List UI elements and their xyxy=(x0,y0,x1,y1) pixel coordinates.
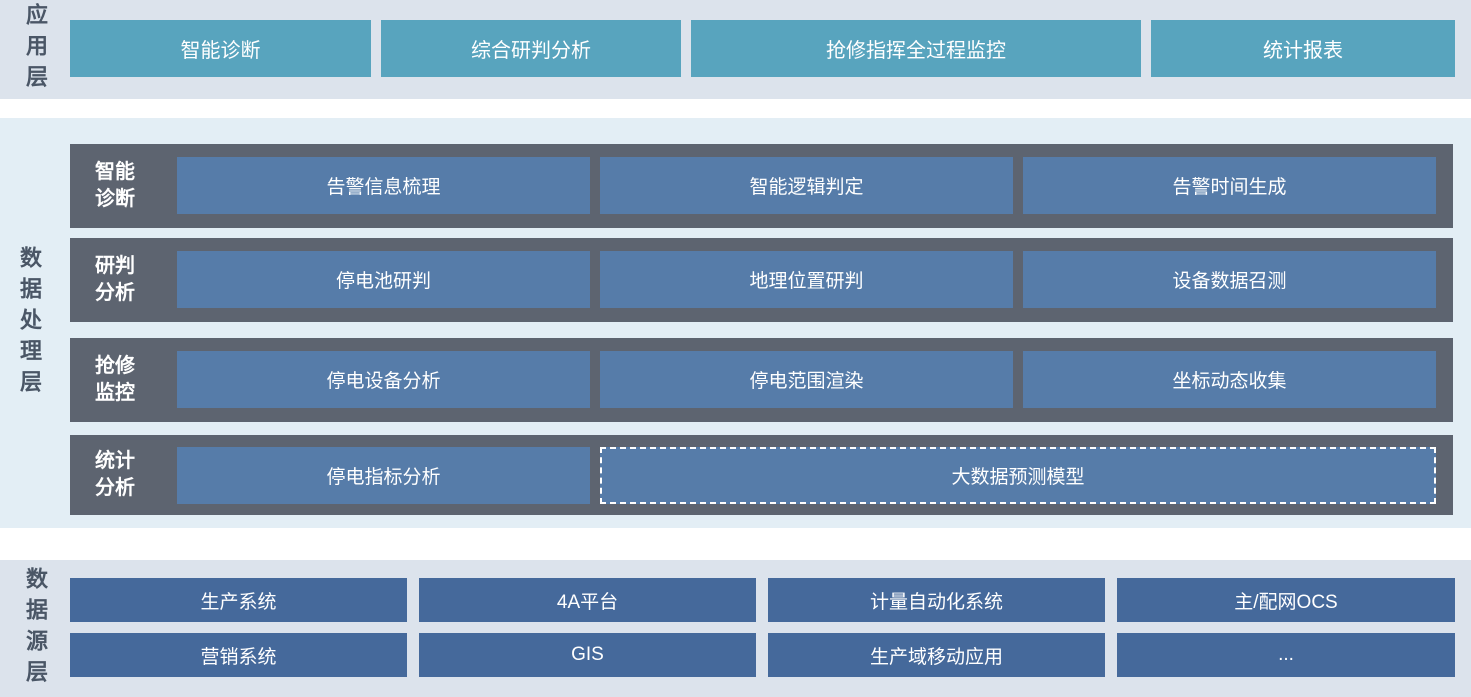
block-main-distribution-ocs: 主/配网OCS xyxy=(1117,578,1455,622)
block-repair-command-monitoring: 抢修指挥全过程监控 xyxy=(691,20,1141,77)
row-label-intelligent-diagnosis: 智能 诊断 xyxy=(95,144,135,228)
block-outage-device-analysis: 停电设备分析 xyxy=(177,351,590,408)
block-metering-automation-system: 计量自动化系统 xyxy=(768,578,1105,622)
block-intelligent-logic-judgment: 智能逻辑判定 xyxy=(600,157,1013,214)
block-ellipsis: ... xyxy=(1117,633,1455,677)
application-layer-label: 应用层 xyxy=(23,3,48,96)
block-marketing-system: 营销系统 xyxy=(70,633,407,677)
row-label-line: 统计 xyxy=(95,450,135,472)
data-processing-layer-band: 数据处理层 智能 诊断 告警信息梳理 智能逻辑判定 告警时间生成 研判 分析 停… xyxy=(0,118,1471,528)
block-intelligent-diagnosis: 智能诊断 xyxy=(70,20,371,77)
row-label-line: 抢修 xyxy=(95,355,135,377)
block-big-data-prediction-model: 大数据预测模型 xyxy=(600,447,1436,504)
row-label-statistics: 统计 分析 xyxy=(95,435,135,515)
row-label-line: 监控 xyxy=(95,382,135,404)
application-layer-band: 应用层 智能诊断 综合研判分析 抢修指挥全过程监控 统计报表 xyxy=(0,0,1471,99)
data-processing-layer-label-wrap: 数据处理层 xyxy=(12,118,46,528)
block-alarm-time-generation: 告警时间生成 xyxy=(1023,157,1436,214)
application-layer-label-wrap: 应用层 xyxy=(18,0,52,99)
block-comprehensive-analysis: 综合研判分析 xyxy=(381,20,681,77)
block-production-system: 生产系统 xyxy=(70,578,407,622)
data-processing-layer-label: 数据处理层 xyxy=(17,245,42,401)
block-outage-pool-analysis: 停电池研判 xyxy=(177,251,590,308)
block-gis: GIS xyxy=(419,633,756,677)
block-statistical-reports: 统计报表 xyxy=(1151,20,1455,77)
block-geographic-location-analysis: 地理位置研判 xyxy=(600,251,1013,308)
block-outage-range-rendering: 停电范围渲染 xyxy=(600,351,1013,408)
row-label-repair-monitoring: 抢修 监控 xyxy=(95,338,135,422)
block-4a-platform: 4A平台 xyxy=(419,578,756,622)
data-source-layer-label: 数据源层 xyxy=(23,566,48,691)
block-alarm-info-sorting: 告警信息梳理 xyxy=(177,157,590,214)
block-device-data-telemetry: 设备数据召测 xyxy=(1023,251,1436,308)
row-label-line: 诊断 xyxy=(95,188,135,210)
row-label-line: 研判 xyxy=(95,255,135,277)
row-label-analysis: 研判 分析 xyxy=(95,238,135,322)
process-row-analysis: 研判 分析 停电池研判 地理位置研判 设备数据召测 xyxy=(70,238,1453,322)
row-label-line: 智能 xyxy=(95,161,135,183)
block-outage-indicator-analysis: 停电指标分析 xyxy=(177,447,590,504)
data-source-layer-label-wrap: 数据源层 xyxy=(18,560,52,697)
data-source-layer-band: 数据源层 生产系统 4A平台 计量自动化系统 主/配网OCS 营销系统 GIS … xyxy=(0,560,1471,697)
block-production-mobile-app: 生产域移动应用 xyxy=(768,633,1105,677)
process-row-intelligent-diagnosis: 智能 诊断 告警信息梳理 智能逻辑判定 告警时间生成 xyxy=(70,144,1453,228)
process-row-repair-monitoring: 抢修 监控 停电设备分析 停电范围渲染 坐标动态收集 xyxy=(70,338,1453,422)
process-row-statistics: 统计 分析 停电指标分析 大数据预测模型 xyxy=(70,435,1453,515)
block-coordinate-dynamic-collection: 坐标动态收集 xyxy=(1023,351,1436,408)
row-label-line: 分析 xyxy=(95,282,135,304)
row-label-line: 分析 xyxy=(95,477,135,499)
